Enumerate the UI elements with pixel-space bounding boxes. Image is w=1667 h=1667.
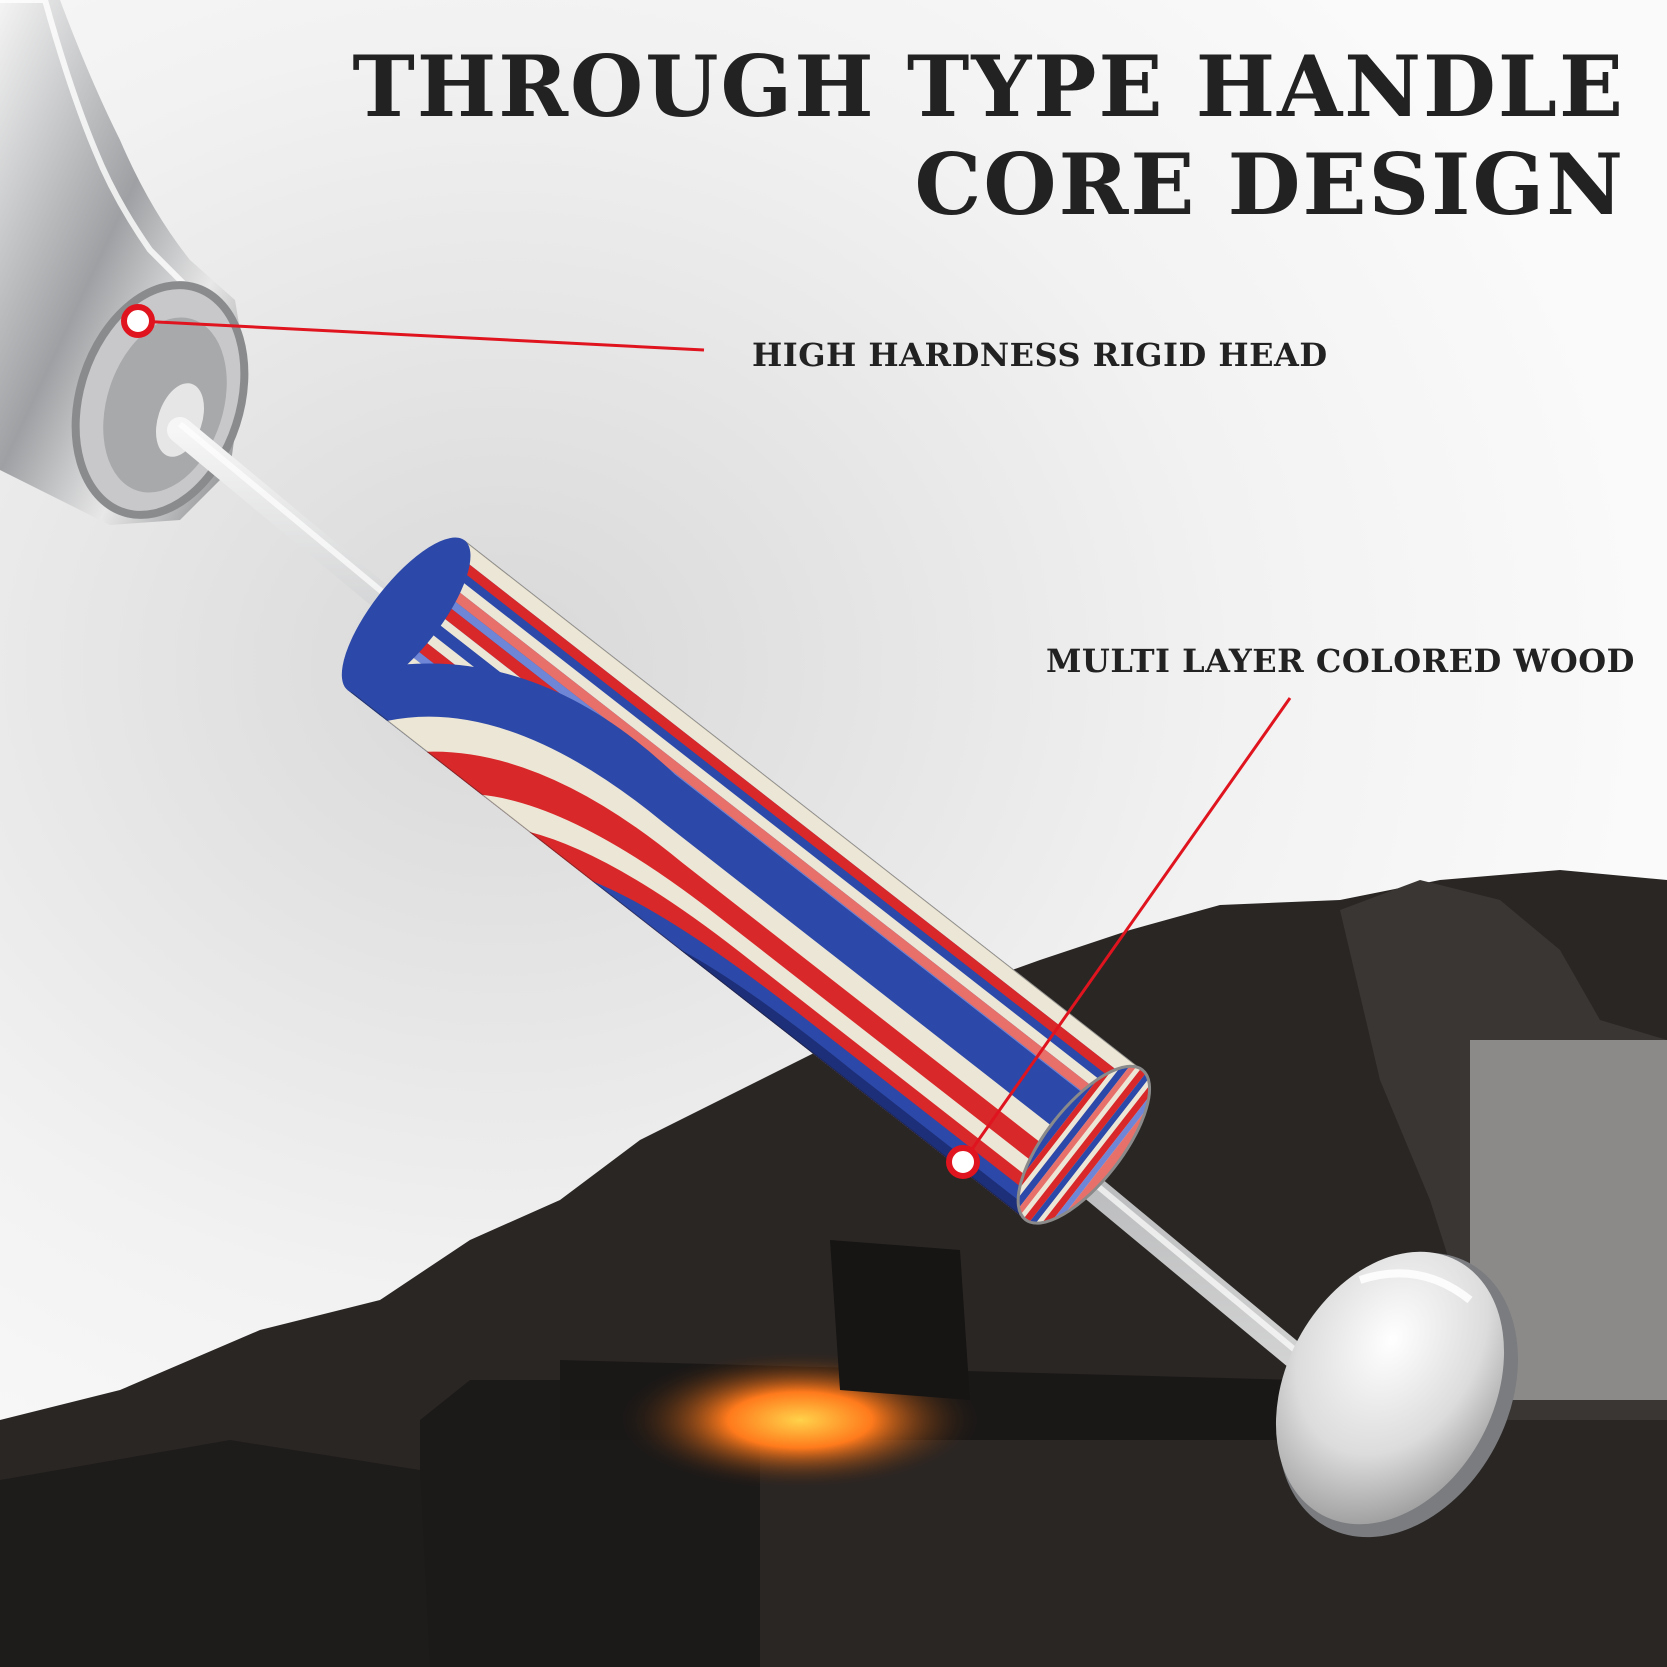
callout-line-wood — [961, 697, 1292, 1163]
callout-dot-head — [121, 304, 155, 338]
wood-handle — [341, 537, 1173, 1244]
bolster-head — [0, 0, 249, 525]
callout-dot-wood — [946, 1145, 980, 1179]
page-title: THROUGH TYPE HANDLE CORE DESIGN — [352, 38, 1625, 234]
title-line-2: CORE DESIGN — [914, 135, 1625, 234]
callout-label-wood: MULTI LAYER COLORED WOOD — [1046, 642, 1635, 680]
title-line-1: THROUGH TYPE HANDLE — [352, 37, 1625, 136]
callout-line-head — [137, 319, 705, 352]
callout-lines — [121, 304, 1292, 1179]
end-cap — [1275, 1251, 1518, 1538]
forge-background — [0, 870, 1667, 1667]
callout-label-head: HIGH HARDNESS RIGID HEAD — [752, 336, 1328, 374]
